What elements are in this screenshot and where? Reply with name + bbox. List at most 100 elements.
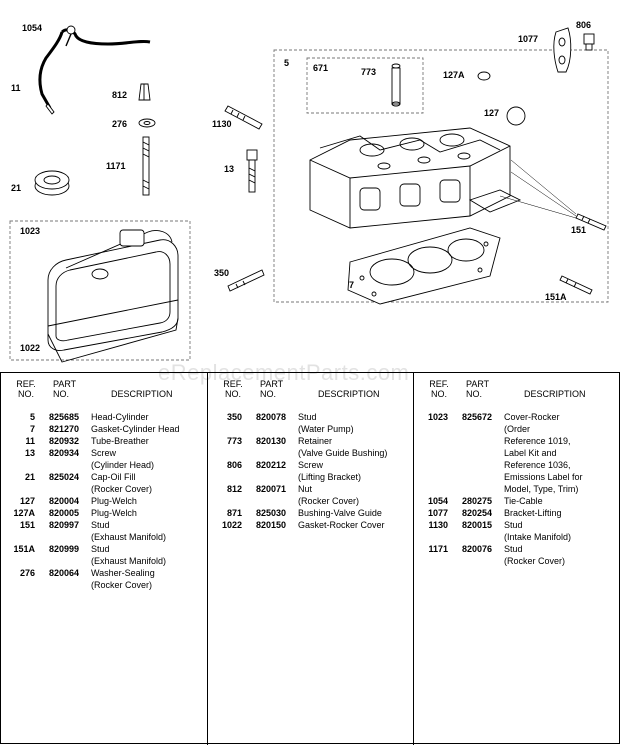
- ref-number: 21: [24, 472, 35, 482]
- ref-number: 151A: [13, 544, 35, 554]
- description-line: Screw: [91, 448, 117, 458]
- ref-number: 806: [226, 460, 242, 470]
- stud-1171-drawing: [142, 136, 150, 196]
- ref-number: 773: [226, 436, 242, 446]
- description-line: Gasket-Rocker Cover: [298, 520, 385, 530]
- description-line: Plug-Welch: [91, 508, 137, 518]
- stud-350-drawing: [227, 269, 265, 292]
- ref-number: 1022: [221, 520, 242, 530]
- callout-151: 151: [571, 225, 587, 235]
- plug-127-drawing: [506, 106, 526, 126]
- breather-tube-drawing: [38, 25, 151, 115]
- description-line: Cover-Rocker: [504, 412, 560, 422]
- part-number: 820071: [256, 484, 287, 494]
- screw-806-drawing: [583, 33, 595, 51]
- description-line: (Exhaust Manifold): [91, 556, 167, 566]
- part-number: 825672: [462, 412, 493, 422]
- callout-1023: 1023: [20, 226, 41, 236]
- ref-number: 871: [226, 508, 242, 518]
- description-line: Reference 1019,: [504, 436, 571, 446]
- description-line: Washer-Sealing: [91, 568, 155, 578]
- callout-127: 127: [484, 108, 500, 118]
- ref-number: 1023: [427, 412, 448, 422]
- description-line: Reference 1036,: [504, 460, 571, 470]
- callout-7: 7: [349, 280, 355, 290]
- ref-number: 11: [25, 436, 35, 446]
- ref-number: 1054: [427, 496, 448, 506]
- description-line: (Rocker Cover): [91, 484, 153, 494]
- part-number: 820254: [462, 508, 493, 518]
- nut-812-drawing: [138, 83, 151, 101]
- description-line: Cap-Oil Fill: [91, 472, 136, 482]
- ref-number: 5: [29, 412, 35, 422]
- ref-number: 13: [24, 448, 35, 458]
- description-line: (Exhaust Manifold): [91, 532, 167, 542]
- part-number: 820015: [462, 520, 493, 530]
- description-line: (Rocker Cover): [504, 556, 566, 566]
- part-number: 820005: [49, 508, 80, 518]
- callout-127a: 127A: [443, 70, 465, 80]
- header-description: DESCRIPTION: [524, 389, 586, 399]
- header-ref: REF.NO.: [16, 379, 36, 399]
- kit-box-5: [273, 49, 609, 303]
- callout-1054: 1054: [22, 23, 43, 33]
- description-line: Model, Type, Trim): [504, 484, 579, 494]
- description-line: Stud: [91, 520, 110, 530]
- callout-350: 350: [214, 268, 230, 278]
- washer-276-drawing: [138, 118, 156, 128]
- ref-number: 151: [19, 520, 35, 530]
- description-line: Tie-Cable: [504, 496, 543, 506]
- head-gasket-7-drawing: [347, 227, 501, 305]
- retainer-773-drawing: [391, 63, 401, 107]
- table-row: 127A 820005 Plug-Welch: [1, 507, 207, 519]
- ref-number: 127A: [13, 508, 35, 518]
- ref-number: 350: [226, 412, 242, 422]
- description-line: (Rocker Cover): [298, 496, 360, 506]
- callout-11: 11: [11, 83, 21, 93]
- part-number: 820999: [49, 544, 80, 554]
- screw-13-drawing: [246, 149, 258, 193]
- plug-127a-drawing: [477, 71, 491, 81]
- description-line: Stud: [504, 520, 523, 530]
- callout-773: 773: [361, 67, 377, 77]
- part-number: 820004: [49, 496, 80, 506]
- description-line: Screw: [298, 460, 324, 470]
- kit-box-671: [306, 57, 424, 114]
- kit-box-1023: [9, 220, 191, 361]
- callout-21: 21: [11, 183, 22, 193]
- stud-151-drawing: [575, 213, 607, 231]
- description-line: (Valve Guide Bushing): [298, 448, 388, 458]
- part-number: 820130: [256, 436, 287, 446]
- rocker-cover-1023-drawing: [47, 229, 179, 363]
- ref-number: 1130: [428, 520, 448, 530]
- callout-671: 671: [313, 63, 329, 73]
- description-line: Tube-Breather: [91, 436, 149, 446]
- description-line: Label Kit and: [504, 448, 557, 458]
- ref-number: 276: [19, 568, 35, 578]
- part-number: 820064: [49, 568, 80, 578]
- callout-812: 812: [112, 90, 128, 100]
- description-line: (Order: [504, 424, 531, 434]
- callout-151a: 151A: [545, 292, 567, 302]
- description-line: Retainer: [298, 436, 333, 446]
- part-number: 821270: [49, 424, 80, 434]
- part-number: 825030: [256, 508, 287, 518]
